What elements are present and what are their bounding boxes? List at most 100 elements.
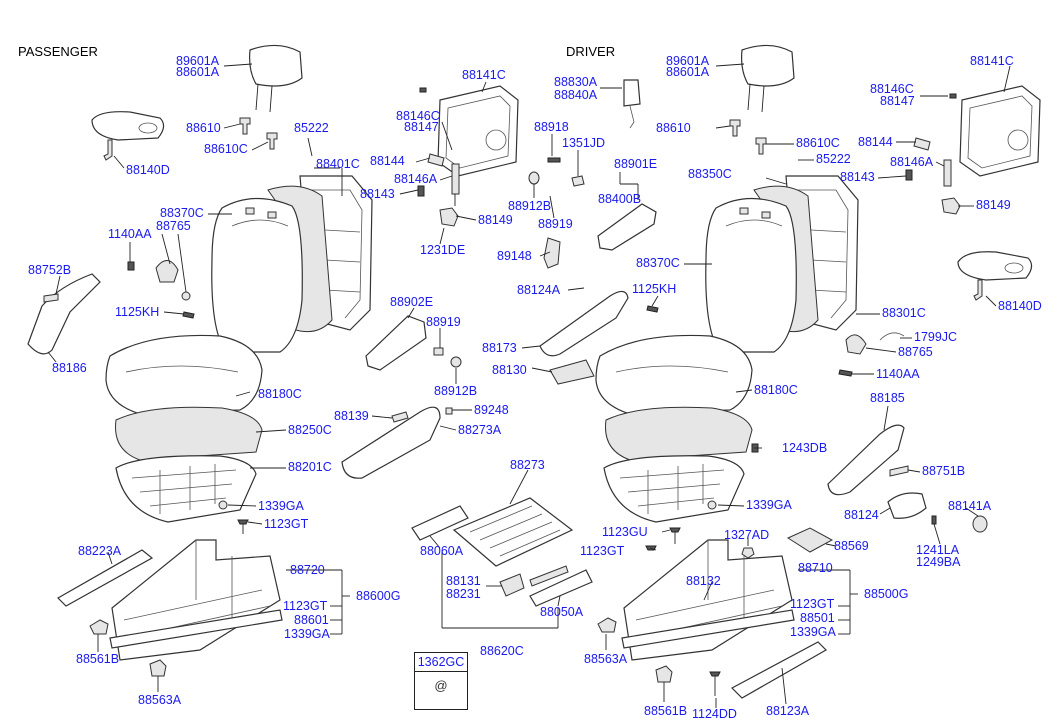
label-driver-1339GA[interactable]: 1339GA (746, 498, 792, 512)
label-88840A[interactable]: 88840A (554, 88, 598, 102)
label-driver-88147[interactable]: 88147 (880, 94, 915, 108)
label-85222[interactable]: 85222 (294, 121, 329, 135)
label-88919[interactable]: 88919 (538, 217, 573, 231)
label-driver-88765[interactable]: 88765 (898, 345, 933, 359)
label-88600G[interactable]: 88600G (356, 589, 401, 603)
label-88231[interactable]: 88231 (446, 587, 481, 601)
label-driver-1249BA[interactable]: 1249BA (916, 555, 961, 569)
label-88146C[interactable]: 88146C (396, 109, 440, 123)
label-driver-88146A[interactable]: 88146A (890, 155, 934, 169)
label-driver-88370C[interactable]: 88370C (636, 256, 680, 270)
label-driver-1241LA[interactable]: 1241LA (916, 543, 960, 557)
label-88601[interactable]: 88601 (294, 613, 329, 627)
label-88149[interactable]: 88149 (478, 213, 513, 227)
label-88400B[interactable]: 88400B (598, 192, 642, 206)
label-driver-1123GT-2[interactable]: 1123GT (790, 597, 835, 611)
label-88143[interactable]: 88143 (360, 187, 395, 201)
label-driver-88561B[interactable]: 88561B (644, 704, 688, 718)
label-driver-89601A[interactable]: 89601A (666, 54, 710, 68)
label-88901E[interactable]: 88901E (614, 157, 658, 171)
code-box-code[interactable]: 1362GC (415, 653, 467, 672)
label-driver-1125KH[interactable]: 1125KH (632, 282, 677, 296)
label-88912B[interactable]: 88912B (508, 199, 552, 213)
label-88720[interactable]: 88720 (290, 563, 325, 577)
label-driver-88610C[interactable]: 88610C (796, 136, 840, 150)
label-driver-88569[interactable]: 88569 (834, 539, 869, 553)
label-89601A[interactable]: 89601A (176, 54, 220, 68)
label-1231DE[interactable]: 1231DE (420, 243, 466, 257)
label-88765[interactable]: 88765 (156, 219, 191, 233)
label-driver-88563A[interactable]: 88563A (584, 652, 628, 666)
label-88918[interactable]: 88918 (534, 120, 569, 134)
label-driver-1123GU[interactable]: 1123GU (602, 525, 648, 539)
label-driver-88140D[interactable]: 88140D (998, 299, 1042, 313)
label-driver-88149[interactable]: 88149 (976, 198, 1011, 212)
label-88830A[interactable]: 88830A (554, 75, 598, 89)
label-88050A[interactable]: 88050A (540, 605, 584, 619)
label-88180C[interactable]: 88180C (258, 387, 302, 401)
label-88912B-2[interactable]: 88912B (434, 384, 478, 398)
label-1125KH[interactable]: 1125KH (115, 305, 160, 319)
label-driver-88123A[interactable]: 88123A (766, 704, 810, 718)
label-88273A[interactable]: 88273A (458, 423, 502, 437)
label-1339GA-2[interactable]: 1339GA (284, 627, 330, 641)
label-1123GT[interactable]: 1123GT (264, 517, 309, 531)
label-88563A[interactable]: 88563A (138, 693, 182, 707)
label-driver-88146C[interactable]: 88146C (870, 82, 914, 96)
label-88610[interactable]: 88610 (186, 121, 221, 135)
label-1140AA[interactable]: 1140AA (108, 227, 152, 241)
label-88370C[interactable]: 88370C (160, 206, 204, 220)
label-driver-1327AD[interactable]: 1327AD (724, 528, 770, 542)
label-driver-85222[interactable]: 85222 (816, 152, 851, 166)
label-1339GA[interactable]: 1339GA (258, 499, 304, 513)
label-88144[interactable]: 88144 (370, 154, 405, 168)
label-driver-88180C[interactable]: 88180C (754, 383, 798, 397)
label-88141C[interactable]: 88141C (462, 68, 506, 82)
label-88140D[interactable]: 88140D (126, 163, 170, 177)
label-driver-88601A[interactable]: 88601A (666, 65, 710, 79)
label-driver-88124[interactable]: 88124 (844, 508, 879, 522)
label-driver-88132[interactable]: 88132 (686, 574, 721, 588)
label-88401C[interactable]: 88401C (316, 157, 360, 171)
label-driver-88185[interactable]: 88185 (870, 391, 905, 405)
label-88131[interactable]: 88131 (446, 574, 481, 588)
label-88124A[interactable]: 88124A (517, 283, 561, 297)
label-88060A[interactable]: 88060A (420, 544, 464, 558)
label-88610C[interactable]: 88610C (204, 142, 248, 156)
label-driver-88500G[interactable]: 88500G (864, 587, 909, 601)
label-88139[interactable]: 88139 (334, 409, 369, 423)
label-1123GT-2[interactable]: 1123GT (283, 599, 328, 613)
label-1351JD[interactable]: 1351JD (562, 136, 606, 150)
label-89248[interactable]: 89248 (474, 403, 509, 417)
label-driver-88610[interactable]: 88610 (656, 121, 691, 135)
label-88919-2[interactable]: 88919 (426, 315, 461, 329)
label-driver-88350C[interactable]: 88350C (688, 167, 732, 181)
label-88601A[interactable]: 88601A (176, 65, 220, 79)
label-driver-88141C[interactable]: 88141C (970, 54, 1014, 68)
label-driver-1339GA-2[interactable]: 1339GA (790, 625, 836, 639)
label-driver-88143[interactable]: 88143 (840, 170, 875, 184)
label-88186[interactable]: 88186 (52, 361, 87, 375)
label-89148[interactable]: 89148 (497, 249, 532, 263)
label-driver-88710[interactable]: 88710 (798, 561, 833, 575)
label-driver-1123GT[interactable]: 1123GT (580, 544, 625, 558)
label-driver-88501[interactable]: 88501 (800, 611, 835, 625)
label-driver-88751B[interactable]: 88751B (922, 464, 966, 478)
label-driver-88141A[interactable]: 88141A (948, 499, 992, 513)
label-88273[interactable]: 88273 (510, 458, 545, 472)
label-driver-1799JC[interactable]: 1799JC (914, 330, 958, 344)
label-88561B[interactable]: 88561B (76, 652, 120, 666)
label-88902E[interactable]: 88902E (390, 295, 434, 309)
label-driver-88301C[interactable]: 88301C (882, 306, 926, 320)
label-driver-1140AA[interactable]: 1140AA (876, 367, 920, 381)
label-driver-88144[interactable]: 88144 (858, 135, 893, 149)
label-88250C[interactable]: 88250C (288, 423, 332, 437)
label-88201C[interactable]: 88201C (288, 460, 332, 474)
label-88130[interactable]: 88130 (492, 363, 527, 377)
label-driver-1124DD[interactable]: 1124DD (692, 707, 737, 721)
label-88752B[interactable]: 88752B (28, 263, 72, 277)
label-88620C[interactable]: 88620C (480, 644, 524, 658)
label-88147[interactable]: 88147 (404, 120, 439, 134)
label-88146A[interactable]: 88146A (394, 172, 438, 186)
label-88173[interactable]: 88173 (482, 341, 517, 355)
